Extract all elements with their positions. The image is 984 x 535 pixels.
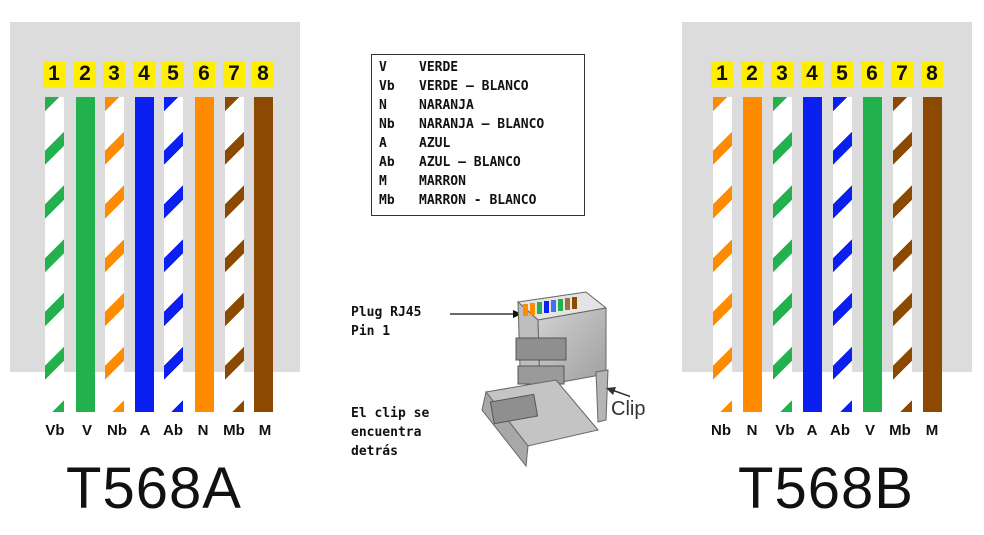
clip-pointer-arrowhead	[606, 387, 616, 395]
wire-code-label: A	[806, 422, 818, 439]
legend-name: AZUL	[419, 136, 451, 151]
pin-number-badge: 8	[921, 61, 943, 87]
legend-row: Nb NARANJA – BLANCO	[379, 117, 584, 136]
plug-pin	[565, 298, 570, 310]
legend-code: Nb	[379, 117, 395, 132]
clip-pointer-line	[611, 389, 630, 398]
legend-code: N	[379, 98, 387, 113]
pin-number-badge: 5	[831, 61, 853, 87]
striped-wire	[833, 97, 852, 412]
legend-name: VERDE – BLANCO	[419, 79, 529, 94]
plug-pin	[544, 301, 549, 313]
legend-code: Mb	[379, 193, 395, 208]
plug-pin	[523, 304, 528, 316]
pin-number-badge: 3	[771, 61, 793, 87]
legend-name: AZUL – BLANCO	[419, 155, 521, 170]
plug-pin	[558, 299, 563, 311]
legend-name: MARRON - BLANCO	[419, 193, 537, 208]
wire-code-label: V	[81, 422, 92, 439]
legend-row: Vb VERDE – BLANCO	[379, 79, 584, 98]
solid-wire	[803, 97, 822, 412]
legend-code: V	[379, 60, 387, 75]
pin-number-badge: 6	[193, 61, 215, 87]
solid-wire	[863, 97, 882, 412]
plug-note-line2: Pin 1	[351, 324, 391, 339]
clip-note-line1: El clip se	[351, 406, 430, 421]
wire-code-label: N	[746, 422, 758, 439]
legend-name: VERDE	[419, 60, 459, 75]
legend-code: Ab	[379, 155, 395, 170]
solid-wire	[135, 97, 154, 412]
plug-pin	[537, 302, 542, 314]
legend-code: M	[379, 174, 387, 189]
legend-row: Ab AZUL – BLANCO	[379, 155, 584, 174]
plug-pin	[572, 297, 577, 309]
plug-pin	[530, 303, 535, 315]
solid-wire	[923, 97, 942, 412]
pin1-pointer-arrowhead	[513, 310, 522, 318]
pin-number-badge: 7	[891, 61, 913, 87]
pin-number-badge: 4	[133, 61, 155, 87]
wire-code-label: Nb	[107, 422, 127, 439]
legend-row: N NARANJA	[379, 98, 584, 117]
solid-wire	[743, 97, 762, 412]
pin-number-badge: 5	[162, 61, 184, 87]
clip-note-line3: detrás	[351, 444, 398, 459]
striped-wire	[164, 97, 183, 412]
solid-wire	[76, 97, 95, 412]
plug-pin	[551, 300, 556, 312]
wire-code-label: N	[197, 422, 209, 439]
legend-row: M MARRON	[379, 174, 584, 193]
wire-code-label: M	[925, 422, 939, 439]
legend-name: MARRON	[419, 174, 466, 189]
plug-clip	[595, 369, 609, 423]
legend-row: V VERDE	[379, 60, 584, 79]
wire-code-label: Mb	[223, 422, 245, 439]
clip-note-line2: encuentra	[351, 425, 422, 440]
striped-wire	[105, 97, 124, 412]
clip-label: Clip	[611, 398, 646, 420]
striped-wire	[773, 97, 792, 412]
striped-wire	[893, 97, 912, 412]
wire-code-label: Vb	[775, 422, 795, 439]
rj45-plug-illustration	[450, 291, 630, 468]
legend-code: Vb	[379, 79, 395, 94]
wire-code-label: Ab	[830, 422, 850, 439]
solid-wire	[254, 97, 273, 412]
striped-wire	[45, 97, 64, 412]
pin-number-badge: 4	[801, 61, 823, 87]
pin-number-badge: 2	[741, 61, 763, 87]
legend-row: Mb MARRON - BLANCO	[379, 193, 584, 212]
wire-code-label: Ab	[163, 422, 183, 439]
pin-number-badge: 7	[223, 61, 245, 87]
legend-code: A	[379, 136, 387, 151]
plug-front-slot	[515, 337, 567, 361]
pin-number-badge: 1	[43, 61, 65, 87]
solid-wire	[195, 97, 214, 412]
pin-number-badge: 2	[74, 61, 96, 87]
clip-note: El clip se encuentra detrás	[351, 404, 429, 461]
t568a-title: T568A	[66, 456, 242, 521]
wire-code-label: Nb	[711, 422, 731, 439]
wire-code-label: Vb	[45, 422, 65, 439]
color-legend: V VERDE Vb VERDE – BLANCO N NARANJA Nb NARAN…	[371, 54, 585, 216]
wire-code-label: Mb	[889, 422, 911, 439]
wire-code-label: V	[864, 422, 875, 439]
legend-row: A AZUL	[379, 136, 584, 155]
legend-name: NARANJA	[419, 98, 474, 113]
pin-number-badge: 6	[861, 61, 883, 87]
wire-code-label: A	[139, 422, 151, 439]
wire-code-label: M	[258, 422, 272, 439]
legend-name: NARANJA – BLANCO	[419, 117, 545, 132]
striped-wire	[713, 97, 732, 412]
plug-note-line1: Plug RJ45	[351, 305, 422, 320]
t568b-title: T568B	[738, 456, 914, 521]
plug-note: Plug RJ45 Pin 1	[351, 303, 421, 341]
pin-number-badge: 1	[711, 61, 733, 87]
pin-number-badge: 3	[103, 61, 125, 87]
plug-lower-slot	[489, 393, 539, 425]
pin-number-badge: 8	[252, 61, 274, 87]
plug-pins	[523, 297, 577, 316]
striped-wire	[225, 97, 244, 412]
